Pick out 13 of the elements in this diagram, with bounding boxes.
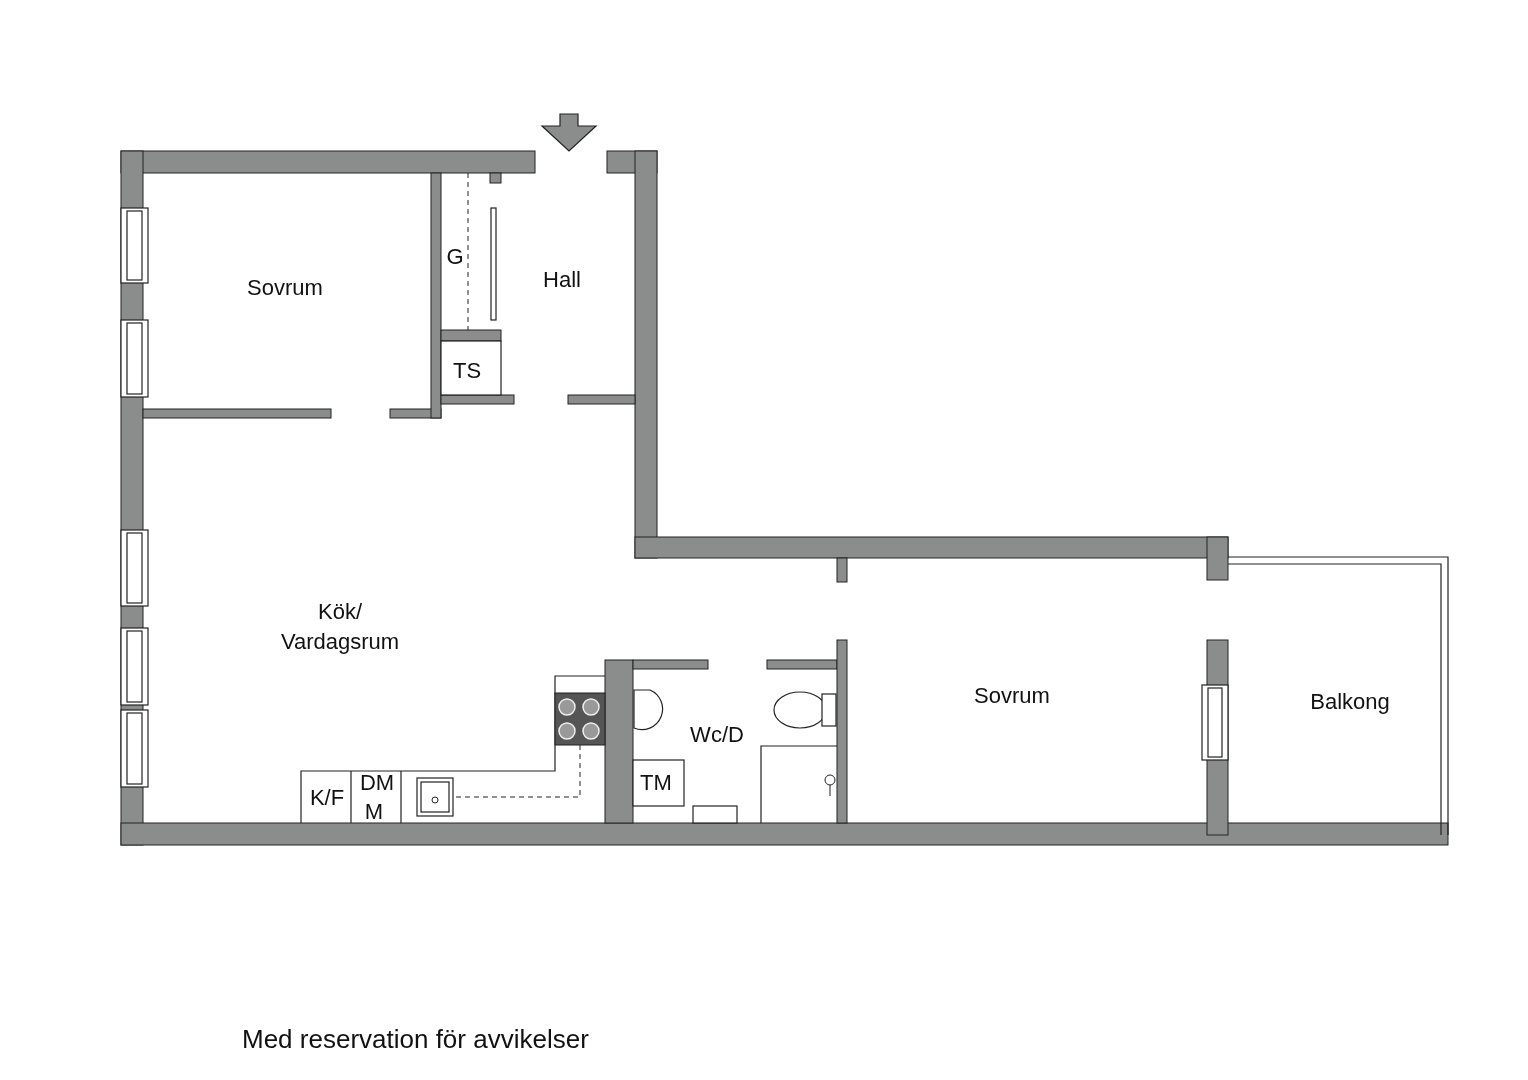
room-label: Sovrum	[974, 682, 1050, 710]
caption: Med reservation för avvikelser	[242, 1024, 589, 1055]
appliance-label: TS	[452, 357, 482, 385]
appliance-label: M	[364, 798, 384, 826]
appliance-label: TM	[640, 769, 672, 797]
storage-label: G	[446, 243, 464, 271]
room-label: Sovrum	[247, 274, 323, 302]
room-label: Balkong	[1310, 688, 1390, 716]
room-label: Wc/D	[690, 721, 744, 749]
room-label: Hall	[543, 266, 581, 294]
appliance-label: K/F	[309, 784, 345, 812]
room-label: Kök/ Vardagsrum	[279, 598, 401, 656]
appliance-label: DM	[359, 769, 395, 797]
